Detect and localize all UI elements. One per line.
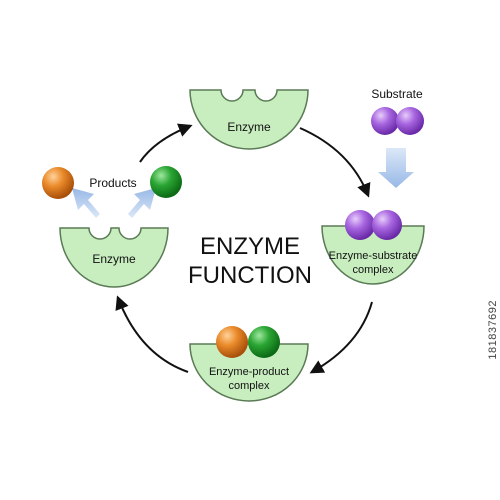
enzyme-left-label: Enzyme (92, 252, 136, 266)
substrate-label: Substrate (371, 87, 423, 101)
enzyme-product-complex: Enzyme-product complex (189, 326, 309, 402)
product-green (150, 166, 182, 198)
product-release-arrow-left (72, 188, 100, 218)
enzyme-substrate-complex: Enzyme-substrate complex (321, 210, 425, 285)
es-complex-label-line2: complex (353, 264, 394, 276)
cycle-arrow-bottom-to-left (115, 295, 189, 373)
stock-image-id: 181837692 (487, 300, 499, 360)
title-line1: ENZYME (200, 233, 300, 260)
products: Products (42, 166, 182, 199)
enzyme-top-label: Enzyme (227, 120, 271, 134)
substrate-molecule-right (396, 107, 424, 135)
ep-complex-label-line2: complex (229, 380, 270, 392)
substrate: Substrate (371, 87, 424, 135)
ep-complex-label-line1: Enzyme-product (209, 366, 289, 378)
substrate-binding-arrow (378, 148, 414, 188)
es-substrate-left (345, 210, 375, 240)
es-complex-label-line1: Enzyme-substrate (329, 250, 418, 262)
enzyme-left: Enzyme (59, 227, 169, 288)
ep-product-green (248, 326, 280, 358)
cycle-arrow-left-to-top (139, 123, 193, 163)
enzyme-top: Enzyme (189, 89, 309, 150)
cycle-arrow-top-to-right (299, 127, 371, 198)
ep-product-orange (216, 326, 248, 358)
substrate-molecule-left (371, 107, 399, 135)
product-release-arrow-right (128, 188, 156, 218)
product-orange (42, 167, 74, 199)
products-label: Products (89, 176, 136, 190)
cycle-arrow-right-to-bottom (309, 301, 373, 374)
es-substrate-right (372, 210, 402, 240)
title-line2: FUNCTION (188, 262, 312, 289)
